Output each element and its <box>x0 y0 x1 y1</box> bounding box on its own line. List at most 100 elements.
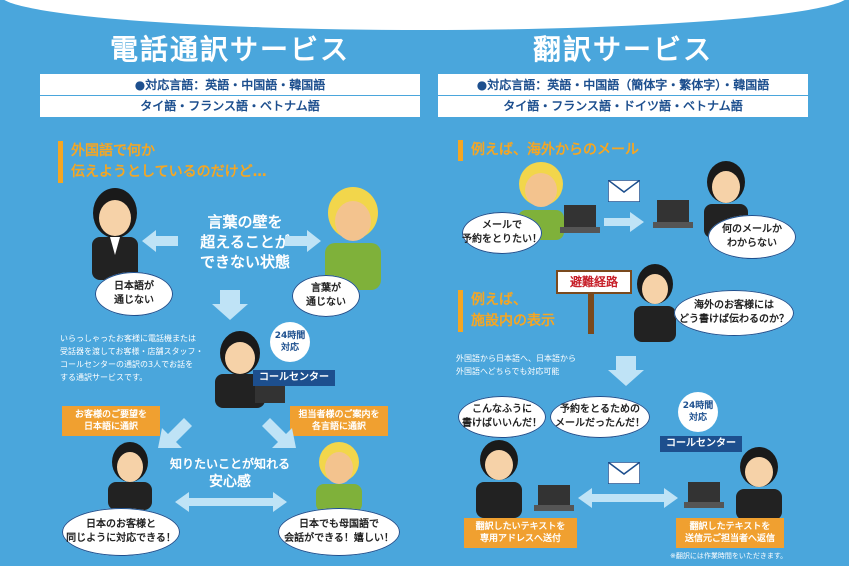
description-line: 受話器を渡してお客様・店舗スタッフ・ <box>60 347 204 356</box>
callcenter-label: コールセンター <box>253 370 335 386</box>
language-barrier-text: 言葉の壁を 超えることが できない状態 <box>185 212 305 272</box>
24h-badge: 24時間対応 <box>270 322 310 362</box>
arrow-right-icon <box>604 212 644 232</box>
heading-line: 施設内の表示 <box>471 313 555 329</box>
realization-bubble-1: こんなふうに書けばいいんだ！ <box>458 396 546 438</box>
arrow-right-icon <box>285 230 321 252</box>
receiver-speech-bubble: 何のメールかわからない <box>708 215 796 259</box>
arrow-down-left-icon <box>158 418 192 448</box>
bubble-line: 通じない <box>306 297 346 308</box>
language-box: ●対応言語：英語・中国語・韓国語 タイ語・フランス語・ベトナム語 <box>40 74 420 117</box>
service-description: いらっしゃったお客様に電話機または 受話器を渡してお客様・店舗スタッフ・ コール… <box>60 332 230 384</box>
bubble-line: 会話ができる！嬉しい！ <box>284 533 394 544</box>
bubble-line: メールだったんだ！ <box>555 418 645 429</box>
staff-person-icon <box>92 188 138 280</box>
heading-line: 外国語で何か <box>71 143 155 159</box>
language-line-2: タイ語・フランス語・ベトナム語 <box>40 95 420 116</box>
laptop-icon <box>560 205 600 233</box>
operator-person-icon <box>215 331 285 408</box>
relief-line: 安心感 <box>209 474 251 490</box>
bubble-line: 書けばいいんだ！ <box>462 418 542 429</box>
bubble-line: こんなふうに <box>472 404 532 415</box>
evacuation-sign: 避難経路 <box>556 270 632 294</box>
tag-line: 担当者様のご案内を <box>298 410 380 420</box>
translation-section: 翻訳サービス ●対応言語：英語・中国語（簡体字・繁体字）・韓国語 タイ語・フラン… <box>438 0 808 566</box>
badge-line: 対応 <box>688 413 707 423</box>
badge-line: 24時間 <box>274 331 306 341</box>
tag-line: 専用アドレスへ送付 <box>479 534 561 544</box>
staff-relief-bubble: 日本のお客様と同じように対応できる！ <box>62 508 180 556</box>
envelope-icon <box>608 180 640 202</box>
envelope-icon <box>608 462 640 484</box>
arrow-left-icon <box>142 230 178 252</box>
tag-line: 送信元ご担当者へ返信 <box>684 534 775 544</box>
two-way-arrow-icon <box>578 488 678 508</box>
barrier-line: 超えることが <box>200 233 290 251</box>
bidirectional-note: 外国語から日本語へ、日本語から 外国語へどちらでも対応可能 <box>456 352 626 378</box>
thinking-staff-icon <box>634 264 676 342</box>
bubble-line: メールで <box>482 220 522 231</box>
guest-relief-bubble: 日本でも母国語で会話ができる！嬉しい！ <box>278 508 400 556</box>
badge-line: 24時間 <box>682 401 714 411</box>
arrow-down-icon <box>608 356 644 386</box>
bubble-line: わからない <box>727 238 777 249</box>
tag-line: お客様のご要望を <box>74 410 147 420</box>
bubble-line: 通じない <box>114 295 154 306</box>
barrier-line: できない状態 <box>199 253 290 271</box>
relieved-staff-icon <box>476 440 522 518</box>
language-line-2: タイ語・フランス語・ドイツ語・ベトナム語 <box>438 95 808 116</box>
problem-heading: 外国語で何か 伝えようとしているのだけど… <box>58 141 267 183</box>
sign-post <box>588 294 594 334</box>
callcenter-label: コールセンター <box>660 436 742 452</box>
badge-line: 対応 <box>280 343 299 353</box>
interpret-to-foreign-tag: 担当者様のご案内を 各言語に通訳 <box>290 406 388 436</box>
laptop-icon <box>684 482 724 508</box>
relief-text: 知りたいことが知れる 安心感 <box>160 455 300 491</box>
return-text-tag: 翻訳したテキストを 送信元ご担当者へ返信 <box>676 518 784 548</box>
bubble-line: 予約をとるための <box>560 404 640 415</box>
arrow-down-right-icon <box>262 418 296 448</box>
footnote: ※翻訳には作業時間をいただきます。 <box>670 552 788 560</box>
language-box: ●対応言語：英語・中国語（簡体字・繁体字）・韓国語 タイ語・フランス語・ドイツ語… <box>438 74 808 117</box>
email-example-heading: 例えば、海外からのメール <box>458 140 639 161</box>
note-line: 外国語から日本語へ、日本語から <box>456 354 576 363</box>
bubble-line: 予約をとりたい！ <box>462 234 542 245</box>
confused-staff-icon <box>704 161 748 238</box>
bubble-line: 同じように対応できる！ <box>66 533 176 544</box>
sign-example-heading: 例えば、 施設内の表示 <box>458 290 555 332</box>
laptop-icon <box>534 485 574 511</box>
tag-line: 翻訳したいテキストを <box>475 522 566 532</box>
description-line: いらっしゃったお客様に電話機または <box>60 334 196 343</box>
phone-interpretation-section: 電話通訳サービス ●対応言語：英語・中国語・韓国語 タイ語・フランス語・ベトナム… <box>40 0 420 566</box>
arrow-down-icon <box>212 290 248 320</box>
tag-line: 各言語に通訳 <box>311 422 366 432</box>
tag-line: 翻訳したテキストを <box>689 522 771 532</box>
send-text-tag: 翻訳したいテキストを 専用アドレスへ送付 <box>464 518 577 548</box>
description-line: する通訳サービスです。 <box>60 373 148 382</box>
section-title: 電話通訳サービス <box>109 33 350 66</box>
realization-bubble-2: 予約をとるためのメールだったんだ！ <box>550 396 650 438</box>
note-line: 外国語へどちらでも対応可能 <box>456 367 560 376</box>
bubble-line: 何のメールか <box>722 224 782 235</box>
operator-headset-icon <box>736 447 782 520</box>
guest-speech-bubble: 言葉が通じない <box>292 275 360 317</box>
heading-line: 例えば、 <box>471 292 527 308</box>
barrier-line: 言葉の壁を <box>207 213 283 231</box>
relief-line: 知りたいことが知れる <box>169 457 290 471</box>
bubble-line: 言葉が <box>311 283 341 294</box>
sender-speech-bubble: メールで予約をとりたい！ <box>462 212 542 254</box>
language-line-1: ●対応言語：英語・中国語・韓国語 <box>134 78 326 92</box>
bubble-line: 日本でも母国語で <box>299 519 379 530</box>
bubble-line: 日本語が <box>114 281 154 292</box>
section-title: 翻訳サービス <box>532 33 713 66</box>
laptop-icon <box>653 200 693 228</box>
bubble-line: 日本のお客様と <box>86 519 156 530</box>
two-way-arrow-icon <box>175 492 287 512</box>
staff-phone-person-icon <box>108 442 152 510</box>
description-line: コールセンターの通訳の3人でお話を <box>60 360 194 369</box>
language-line-1: ●対応言語：英語・中国語（簡体字・繁体字）・韓国語 <box>476 78 770 92</box>
bubble-line: 海外のお客様には <box>694 300 774 311</box>
heading-line: 伝えようとしているのだけど… <box>71 164 267 180</box>
bubble-line: どう書けば伝わるのか？ <box>679 314 789 325</box>
